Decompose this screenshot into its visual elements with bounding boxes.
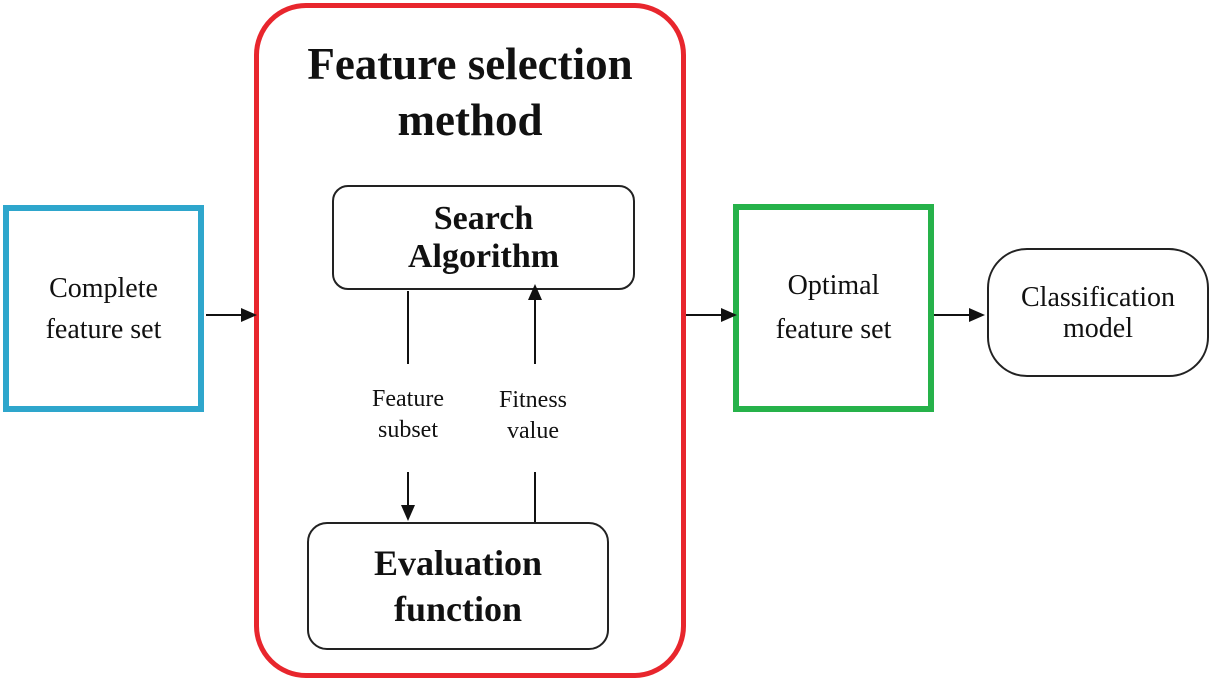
optimal-feature-set-line2: feature set xyxy=(775,314,892,345)
search-algorithm-line1: Search xyxy=(433,199,534,237)
classification-model-node: Classification model xyxy=(987,248,1209,377)
classification-model-line1: Classification xyxy=(1021,281,1175,313)
search-algorithm-line2: Algorithm xyxy=(407,237,560,275)
complete-feature-set-node: Complete feature set xyxy=(3,205,204,412)
fitness-value-line1: Fitness xyxy=(498,387,567,413)
arrowhead-method-to-optimal xyxy=(721,308,737,322)
feature-selection-method-title: Feature selection method xyxy=(254,36,686,148)
fitness-value-line2: value xyxy=(507,418,559,444)
complete-feature-set-line1: Complete xyxy=(49,272,158,304)
feature-subset-line2: subset xyxy=(378,417,438,443)
arrowhead-fitness-value-up xyxy=(528,284,542,300)
arrowhead-feature-subset-down xyxy=(401,505,415,521)
method-title-line1: Feature selection xyxy=(307,39,633,89)
fitness-value-label: Fitness value xyxy=(473,385,593,447)
evaluation-function-node: Evaluation function xyxy=(307,522,609,650)
evaluation-function-line1: Evaluation xyxy=(373,543,543,583)
feature-subset-line1: Feature xyxy=(372,386,444,412)
classification-model-line2: model xyxy=(1063,312,1133,344)
method-title-line2: method xyxy=(397,95,543,145)
arrowhead-optimal-to-classification xyxy=(969,308,985,322)
optimal-feature-set-node: Optimal feature set xyxy=(733,204,934,412)
feature-selection-method-container xyxy=(254,3,686,678)
feature-subset-label: Feature subset xyxy=(348,384,468,446)
complete-feature-set-line2: feature set xyxy=(45,313,162,345)
arrowhead-complete-to-method xyxy=(241,308,257,322)
evaluation-function-line2: function xyxy=(393,589,523,629)
search-algorithm-node: Search Algorithm xyxy=(332,185,635,290)
optimal-feature-set-line1: Optimal xyxy=(787,270,880,301)
